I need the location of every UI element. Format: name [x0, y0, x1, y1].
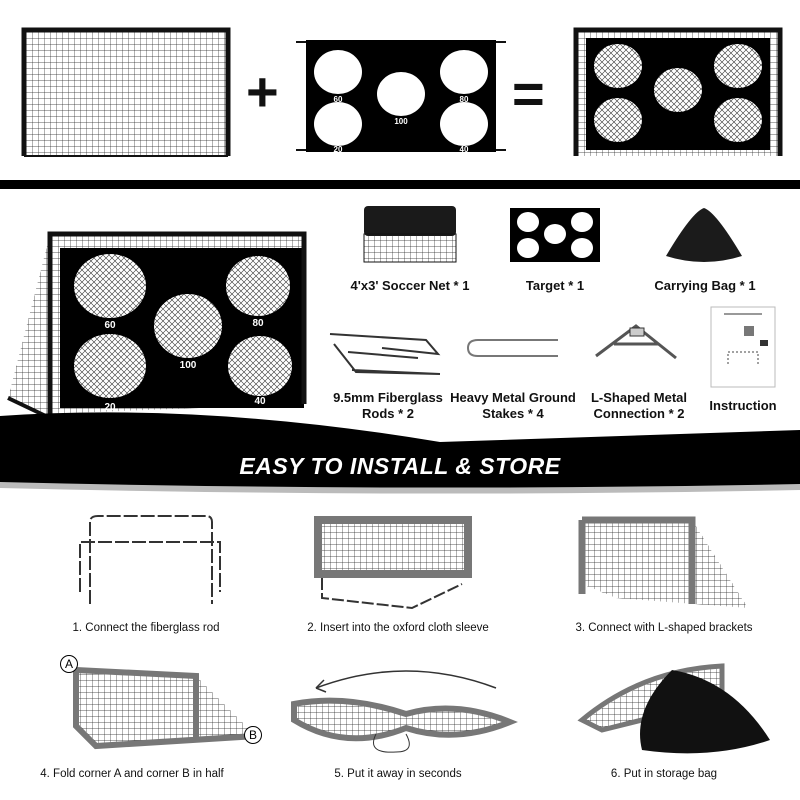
section-title: EASY TO INSTALL & STORE: [239, 453, 561, 479]
section-banner: [0, 412, 800, 494]
assembled-goal-image: 60 100 80 20 40: [7, 231, 307, 420]
ground-stakes-item-icon: [466, 339, 558, 357]
step-3-caption: 3. Connect with L-shaped brackets: [575, 622, 753, 634]
carrying-bag-item-icon: [666, 208, 742, 262]
svg-text:40: 40: [460, 145, 469, 154]
step-1-image: [79, 515, 221, 604]
step-2-image: [314, 516, 472, 610]
goal-with-target-image: [573, 27, 783, 156]
l-shaped-connection-item-icon: [595, 324, 677, 360]
svg-text:100: 100: [180, 360, 197, 371]
equals-sign: =: [512, 62, 545, 125]
corner-a-marker: A: [60, 655, 78, 673]
step-2-caption: 2. Insert into the oxford cloth sleeve: [307, 622, 489, 634]
item-label-soccer-net: 4'x3' Soccer Net * 1: [350, 278, 470, 293]
fiberglass-rods-item-icon: [329, 333, 441, 375]
step-3-image: [578, 516, 748, 608]
svg-text:80: 80: [252, 318, 264, 329]
svg-text:40: 40: [254, 396, 266, 407]
soccer-goal-image: [21, 27, 231, 157]
item-label-instruction: Instruction: [709, 398, 777, 413]
step-1-caption: 1. Connect the fiberglass rod: [72, 622, 220, 634]
svg-text:60: 60: [104, 320, 116, 331]
item-label-carrying-bag: Carrying Bag * 1: [654, 278, 756, 293]
step-6-caption: 6. Put in storage bag: [610, 768, 718, 780]
svg-text:60: 60: [334, 95, 343, 104]
step-4-caption: 4. Fold corner A and corner B in half: [40, 768, 224, 780]
item-label-target: Target * 1: [525, 278, 585, 293]
divider-bar: [0, 180, 800, 189]
plus-sign: +: [246, 60, 279, 123]
step-5-image: [291, 670, 518, 753]
step-6-image: [577, 663, 770, 754]
svg-text:100: 100: [394, 117, 408, 126]
svg-text:80: 80: [460, 95, 469, 104]
item-label-ground-stakes: Heavy Metal Ground Stakes * 4: [450, 390, 576, 421]
target-image: 60 100 80 20 40: [296, 40, 506, 154]
instruction-manual-item-icon: [710, 306, 776, 388]
svg-text:20: 20: [104, 402, 116, 413]
item-label-fiberglass-rods: 9.5mm Fiberglass Rods * 2: [333, 390, 443, 421]
soccer-net-item-icon: [363, 206, 457, 263]
step-4-image: [73, 667, 257, 750]
svg-text:20: 20: [334, 145, 343, 154]
step-5-caption: 5. Put it away in seconds: [334, 768, 462, 780]
target-item-icon: [510, 208, 600, 262]
corner-b-marker: B: [244, 726, 262, 744]
item-label-l-shaped-connection: L-Shaped Metal Connection * 2: [590, 390, 688, 421]
